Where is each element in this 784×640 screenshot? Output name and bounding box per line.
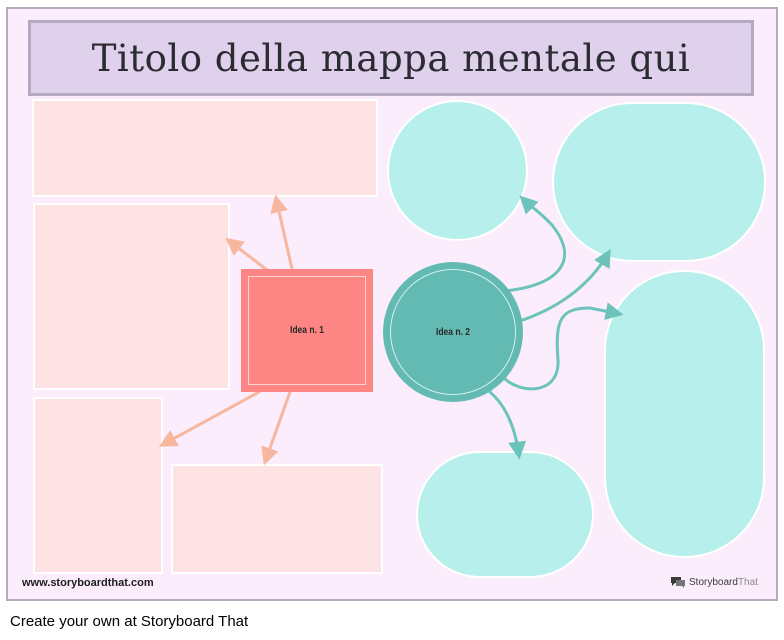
arrow-idea2-to-circle — [503, 195, 566, 293]
idea2-node[interactable]: Idea n. 2 — [383, 262, 523, 402]
idea2-label: Idea n. 2 — [435, 326, 470, 338]
speech-bubbles-icon — [670, 576, 686, 588]
arrow-idea1-to-top — [270, 194, 294, 271]
idea2-inner-ring: Idea n. 2 — [390, 269, 516, 395]
logo-text-that: That — [737, 576, 758, 588]
footer-url[interactable]: www.storyboardthat.com — [22, 577, 154, 589]
idea1-branch-box-bottom[interactable] — [171, 464, 383, 574]
idea1-inner-frame: Idea n. 1 — [248, 276, 366, 385]
create-your-own-caption[interactable]: Create your own at Storyboard That — [10, 613, 249, 630]
logo-text-storyboard: Storyboard — [689, 576, 738, 588]
arrow-idea2-to-pill-top-right — [515, 248, 611, 324]
idea2-branch-pill-bottom[interactable] — [416, 451, 594, 578]
arrow-idea2-to-pill-bottom — [488, 390, 527, 460]
idea1-branch-box-top[interactable] — [32, 99, 378, 197]
title-box[interactable]: Titolo della mappa mentale qui — [28, 20, 754, 96]
arrow-idea1-to-bottom — [261, 390, 292, 466]
idea1-node[interactable]: Idea n. 1 — [241, 269, 373, 392]
idea2-branch-pill-tall[interactable] — [604, 270, 765, 558]
arrow-idea2-to-pill-tall — [501, 302, 624, 391]
arrow-idea1-to-bottom-left — [158, 390, 261, 447]
idea1-label: Idea n. 1 — [289, 325, 324, 336]
arrow-idea1-to-left — [225, 237, 269, 272]
idea1-branch-box-bottom-left[interactable] — [33, 397, 163, 574]
idea2-branch-circle[interactable] — [387, 100, 528, 241]
page-title: Titolo della mappa mentale qui — [91, 36, 691, 80]
idea1-branch-box-left[interactable] — [33, 203, 230, 390]
idea2-branch-pill-top-right[interactable] — [552, 102, 766, 262]
